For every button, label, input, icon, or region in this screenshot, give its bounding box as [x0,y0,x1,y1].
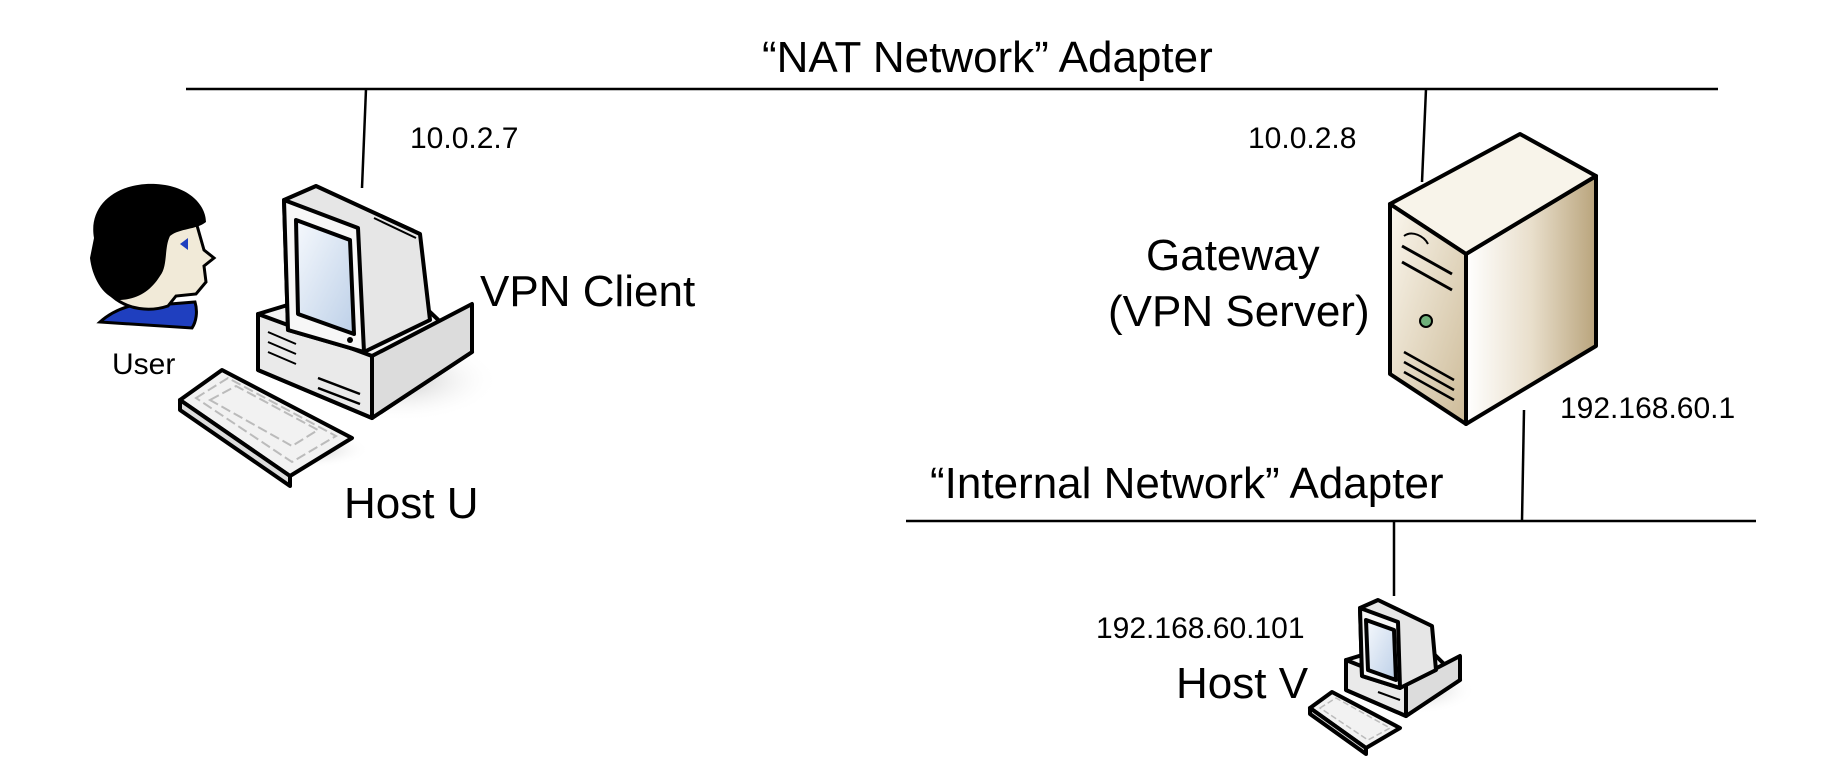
desktop-computer-icon-small [1308,598,1476,756]
nat-network-label: “NAT Network” Adapter [762,33,1213,82]
gateway-nat-ip: 10.0.2.8 [1248,122,1356,155]
gateway-label-line2: (VPN Server) [1108,287,1370,336]
gateway-nat-link [1420,88,1428,183]
host-u-label: Host U [344,479,478,528]
host-u-link [360,88,368,189]
keyboard-icon [178,368,370,488]
gateway-internal-ip: 192.168.60.1 [1560,392,1735,425]
gateway-internal-link [1520,409,1526,522]
user-label: User [112,348,175,381]
gateway-label-line1: Gateway [1146,231,1320,280]
host-v-label: Host V [1176,659,1309,708]
server-tower-icon [1388,132,1598,426]
keyboard-icon-small [1308,690,1402,756]
host-u-role: VPN Client [480,267,695,316]
internal-network-label: “Internal Network” Adapter [930,459,1444,508]
power-led [1419,314,1433,328]
user-icon [90,183,217,330]
host-u-ip: 10.0.2.7 [410,122,518,155]
desktop-computer-icon [178,184,500,488]
host-v-ip: 192.168.60.101 [1096,612,1305,645]
